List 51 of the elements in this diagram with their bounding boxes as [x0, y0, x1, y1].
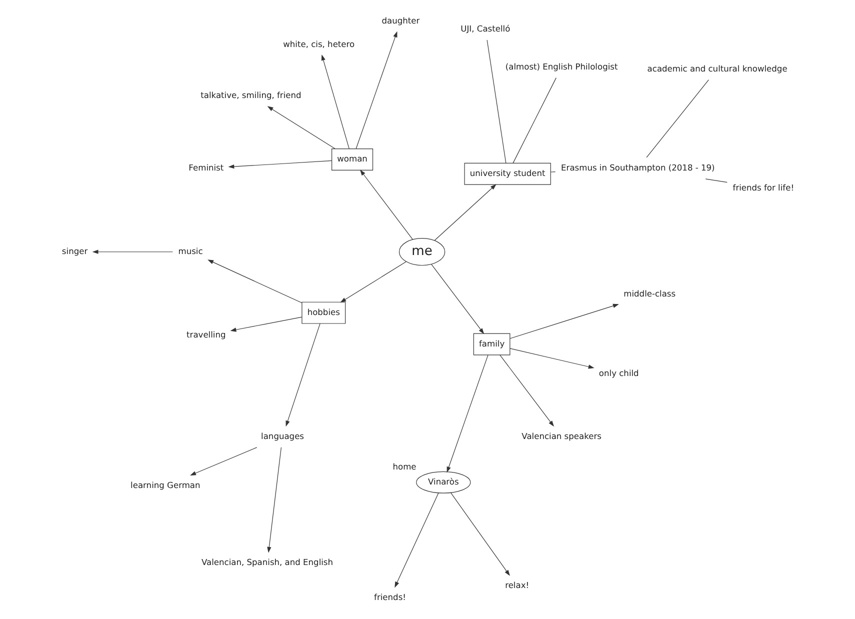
- arrow: [190, 447, 257, 476]
- connector: [646, 80, 708, 158]
- node-label: home: [392, 461, 416, 472]
- node-box: family: [472, 333, 510, 356]
- connector: [512, 78, 556, 164]
- arrow: [446, 354, 488, 473]
- node-text: languages: [260, 430, 304, 441]
- node-text: relax!: [504, 580, 529, 590]
- node-ellipse: Vinaròs: [416, 471, 470, 494]
- arrow: [266, 447, 282, 553]
- node-text: Valencian, Spanish, and English: [201, 556, 333, 567]
- node-text: music: [178, 246, 202, 256]
- arrow: [266, 106, 335, 149]
- arrow: [92, 250, 172, 254]
- node-box: woman: [331, 148, 373, 170]
- node-text: friends for life!: [732, 182, 794, 192]
- arrow: [228, 160, 332, 169]
- arrow: [355, 31, 397, 149]
- node-text: Erasmus in Southampton (2018 - 19): [560, 162, 714, 172]
- node-text: daughter: [381, 16, 420, 26]
- arrow: [394, 492, 438, 588]
- node-box: university student: [464, 162, 550, 185]
- node-text: academic and cultural knowledge: [646, 63, 787, 74]
- node-box: hobbies: [301, 302, 346, 324]
- arrow: [450, 492, 510, 576]
- node-text: middle-class: [623, 288, 676, 299]
- arrow: [359, 170, 413, 240]
- arrow: [207, 260, 302, 304]
- arrow: [509, 304, 618, 339]
- arrow: [285, 323, 320, 427]
- arrow: [340, 261, 406, 303]
- arrow: [430, 264, 484, 334]
- node-text: UJI, Castelló: [460, 23, 510, 34]
- arrow: [499, 354, 554, 427]
- arrow: [509, 348, 594, 369]
- node-text: Feminist: [188, 162, 224, 172]
- node-text: learning German: [130, 480, 200, 490]
- node-text: singer: [61, 246, 88, 256]
- node-text: (almost) English Philologist: [504, 61, 618, 72]
- arrow: [434, 184, 496, 241]
- arrow: [320, 54, 349, 149]
- connector: [704, 178, 727, 183]
- node-ellipse: me: [398, 238, 445, 266]
- node-text: talkative, smiling, friend: [200, 90, 301, 100]
- node-text: white, cis, hetero: [282, 38, 354, 49]
- node-text: only child: [598, 368, 638, 378]
- node-text: travelling: [186, 330, 226, 340]
- connector: [486, 40, 506, 164]
- node-text: Valencian speakers: [521, 430, 601, 441]
- arrow: [230, 316, 302, 332]
- node-text: friends!: [374, 592, 406, 602]
